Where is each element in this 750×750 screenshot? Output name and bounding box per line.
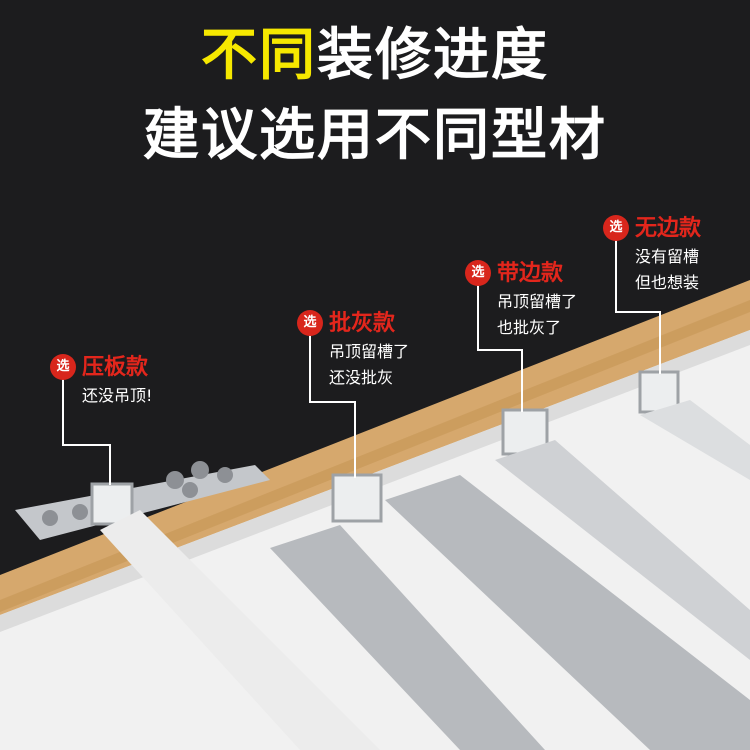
tag-desc-line: 吊顶留槽了 <box>329 342 410 361</box>
tag-name: 批灰款 <box>329 311 396 336</box>
select-badge: 选 <box>465 260 491 286</box>
profile-press-board <box>15 461 380 750</box>
profile-plaster <box>270 473 750 750</box>
headline-highlight: 不同 <box>201 23 317 88</box>
headline-rest: 装修进度 <box>317 23 549 88</box>
tag-name: 压板款 <box>82 355 149 380</box>
tag-desc-line: 还没吊顶! <box>82 386 153 405</box>
headline-line-1: 不同装修进度 <box>0 18 750 94</box>
profile-no-edge <box>638 370 750 480</box>
tag-name: 带边款 <box>497 261 564 286</box>
tag-desc-line: 吊顶留槽了 <box>497 292 578 311</box>
tag-name: 无边款 <box>635 216 702 241</box>
select-badge: 选 <box>50 354 76 380</box>
tag-desc-line: 但也想装 <box>635 273 700 292</box>
select-badge: 选 <box>603 215 629 241</box>
select-badge: 选 <box>297 310 323 336</box>
tag-desc-line: 还没批灰 <box>329 368 394 387</box>
leader-lines <box>62 240 661 485</box>
tag-desc-line: 没有留槽 <box>635 247 700 266</box>
headline-line-2: 建议选用不同型材 <box>143 103 607 168</box>
tag-desc-line: 也批灰了 <box>497 318 562 337</box>
profile-with-edge <box>495 408 750 660</box>
